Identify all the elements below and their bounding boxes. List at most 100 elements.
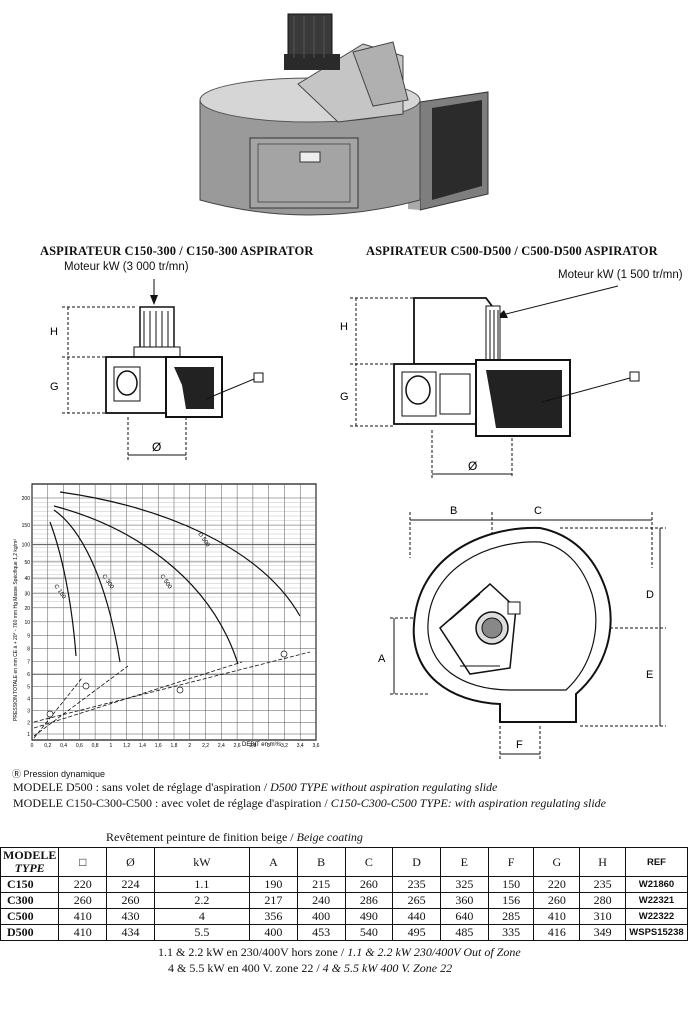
- row-model: C300: [0, 892, 60, 909]
- row-cell: 215: [296, 876, 346, 893]
- row-cell: 540: [344, 924, 394, 941]
- header-square: □: [58, 847, 108, 877]
- x-tick-label: 0: [31, 743, 34, 749]
- dim-a: A: [378, 653, 386, 665]
- row-model: C500: [0, 908, 60, 925]
- row-cell: 2.2: [153, 892, 251, 909]
- y-tick-label: 30: [24, 591, 30, 597]
- row-cell: 349: [579, 924, 626, 941]
- dim-g-right: G: [340, 391, 349, 403]
- dynamic-pressure-line: [33, 651, 311, 723]
- dynamic-pressure-line: [33, 665, 129, 737]
- x-tick-label: 1,8: [171, 743, 178, 749]
- dim-h-left: H: [50, 326, 58, 338]
- dim-c: C: [534, 505, 542, 517]
- caption-c150-300: ASPIRATEUR C150-300 / C150-300 ASPIRATOR: [40, 244, 314, 258]
- y-tick-label: 40: [24, 576, 30, 582]
- y-tick-label: 1: [27, 732, 30, 738]
- c150-300-drawing: H G Ø: [50, 279, 264, 461]
- row-cell: 335: [487, 924, 535, 941]
- x-tick-label: 1,6: [155, 743, 162, 749]
- note-d500: MODELE D500 : sans volet de réglage d'as…: [13, 780, 498, 794]
- x-tick-label: 2,6: [234, 743, 241, 749]
- row-cell: 416: [533, 924, 581, 941]
- row-cell: 434: [106, 924, 155, 941]
- x-tick-label: 0,8: [92, 743, 99, 749]
- row-cell: 260: [533, 892, 581, 909]
- y-tick-label: 3: [27, 709, 30, 715]
- header-e: E: [439, 847, 489, 877]
- row-cell: 220: [58, 876, 108, 893]
- row-cell: 217: [249, 892, 298, 909]
- dim-d: D: [646, 589, 654, 601]
- row-cell: 235: [392, 876, 441, 893]
- dim-h-right: H: [340, 321, 348, 333]
- row-cell: 440: [392, 908, 441, 925]
- header-g: G: [533, 847, 581, 877]
- aspirator-photo: [199, 13, 489, 216]
- dynamic-pressure-line: [33, 677, 83, 739]
- header-kw: kW: [153, 847, 251, 877]
- y-tick-label: 5: [27, 685, 30, 691]
- row-cell: 190: [249, 876, 298, 893]
- note-c-series: MODELE C150-C300-C500 : avec volet de ré…: [13, 796, 607, 810]
- x-tick-label: 2,2: [202, 743, 209, 749]
- row-cell: 156: [487, 892, 535, 909]
- y-tick-label: 20: [24, 606, 30, 612]
- plan-view-drawing: B C D E A F: [378, 505, 666, 760]
- performance-curve: [59, 491, 301, 617]
- y-tick-label: 10: [24, 620, 30, 626]
- y-tick-label: 100: [22, 543, 31, 549]
- row-cell: 240: [296, 892, 346, 909]
- y-tick-label: 6: [27, 672, 30, 678]
- row-cell: 280: [579, 892, 626, 909]
- row-cell: 286: [344, 892, 394, 909]
- dynamic-pressure-line: [33, 661, 243, 729]
- x-tick-label: 1: [109, 743, 112, 749]
- dim-f: F: [516, 739, 523, 751]
- x-tick-label: 1,2: [123, 743, 130, 749]
- row-cell: W21860: [624, 876, 689, 893]
- chart-y-axis-label: PRESSION TOTALE en mm CE à + 20° - 760 m…: [13, 539, 19, 721]
- row-cell: 260: [58, 892, 108, 909]
- row-cell: WSPS15238: [624, 924, 689, 941]
- header-ref: REF: [624, 847, 689, 877]
- x-tick-label: 0,4: [60, 743, 67, 749]
- x-tick-label: 2,4: [218, 743, 225, 749]
- row-cell: 490: [344, 908, 394, 925]
- y-tick-label: 150: [22, 523, 31, 529]
- y-tick-label: 9: [27, 633, 30, 639]
- row-cell: 310: [579, 908, 626, 925]
- header-a: A: [249, 847, 298, 877]
- chart-x-axis-label: DEBIT en m³/s: [242, 742, 281, 748]
- row-cell: 285: [487, 908, 535, 925]
- dim-diameter-left: Ø: [152, 440, 161, 454]
- dim-g-left: G: [50, 381, 59, 393]
- dynamic-pressure-marker: [176, 686, 184, 694]
- motor-label-right: Moteur kW (1 500 tr/mn): [558, 269, 683, 281]
- x-tick-label: 3,2: [281, 743, 288, 749]
- performance-curve: [53, 509, 121, 663]
- header-d: D: [392, 847, 441, 877]
- x-tick-label: 1,4: [139, 743, 146, 749]
- y-tick-label: 200: [22, 496, 31, 502]
- dynamic-pressure-marker: [280, 650, 288, 658]
- y-tick-label: 2: [27, 720, 30, 726]
- row-cell: 400: [296, 908, 346, 925]
- dim-diameter-right: Ø: [468, 459, 477, 473]
- x-tick-label: 0,2: [44, 743, 51, 749]
- c500-d500-drawing: H G Ø: [340, 285, 640, 478]
- x-tick-label: 2,8: [249, 743, 256, 749]
- row-cell: 260: [344, 876, 394, 893]
- y-tick-label: 8: [27, 647, 30, 653]
- row-cell: 356: [249, 908, 298, 925]
- header-diameter: Ø: [106, 847, 155, 877]
- row-cell: 224: [106, 876, 155, 893]
